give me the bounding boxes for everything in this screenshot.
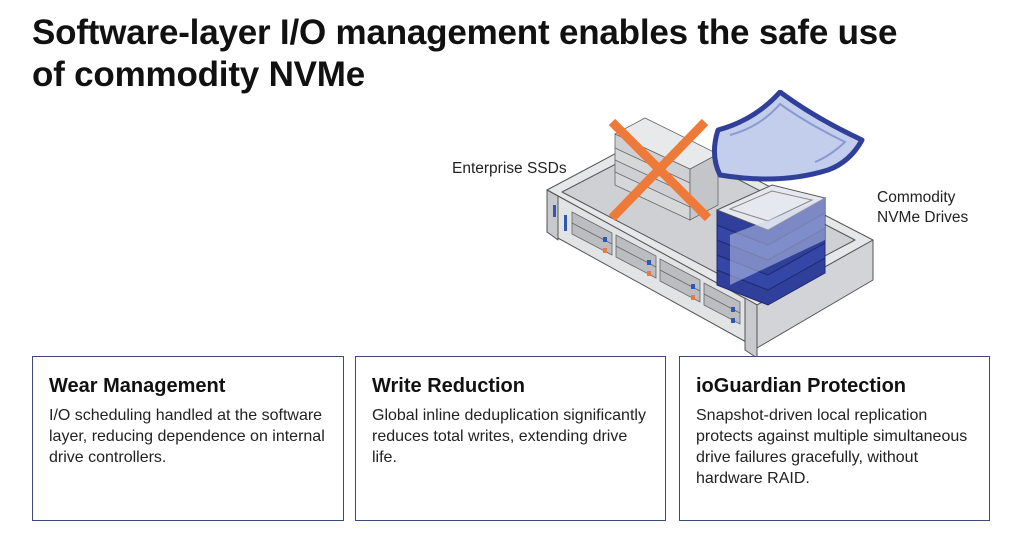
server-illustration [546,90,874,359]
card-title: Write Reduction [372,375,525,397]
card-title: Wear Management [49,375,226,397]
enterprise-ssds-label: Enterprise SSDs [452,160,567,177]
card-body: Global inline deduplication significantl… [372,407,646,466]
card-body: Snapshot-driven local replication protec… [696,407,968,487]
shield-icon [712,90,865,285]
drive-bays [571,211,741,325]
card-body: I/O scheduling handled at the software l… [49,407,325,466]
card-title: ioGuardian Protection [696,375,907,397]
card-ioguardian-protection: ioGuardian Protection Snapshot-driven lo… [679,356,990,521]
page-title: Software-layer I/O management enables th… [32,13,898,94]
commodity-nvme-label: Commodity NVMe Drives [877,189,969,226]
cross-icon [608,118,712,222]
card-write-reduction: Write Reduction Global inline deduplicat… [355,356,666,521]
card-wear-management: Wear Management I/O scheduling handled a… [32,356,344,521]
